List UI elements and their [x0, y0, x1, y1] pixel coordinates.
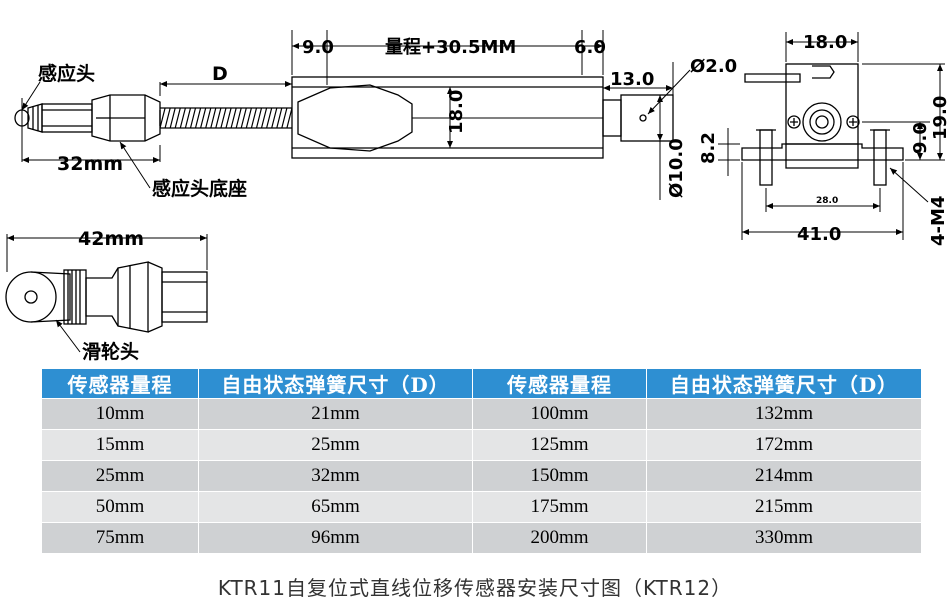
probe-head-label: 感应头	[38, 62, 95, 85]
overall-height-dim: 19.0	[930, 96, 950, 140]
table-cell: 65mm	[198, 491, 473, 523]
probe-head-drawing	[14, 94, 161, 142]
table-cell: 32mm	[198, 460, 473, 492]
hole-dia-dim: Ø2.0	[690, 56, 737, 77]
sensor-end-view	[741, 63, 904, 186]
table-cell: 25mm	[198, 429, 473, 461]
table-cell: 214mm	[646, 460, 922, 492]
probe-length-label: 32mm	[57, 153, 123, 175]
header-sensor-range-2: 传感器量程	[472, 368, 647, 399]
table-cell: 330mm	[646, 522, 922, 554]
spring-length-label: D	[212, 63, 228, 85]
table-cell: 132mm	[646, 398, 922, 430]
table-cell: 215mm	[646, 491, 922, 523]
side-offset-dim: 8.2	[698, 132, 719, 164]
table-cell: 172mm	[646, 429, 922, 461]
figure-caption: KTR11自复位式直线位移传感器安装尺寸图（KTR12）	[217, 576, 733, 600]
table-row: 75mm 96mm 200mm 330mm	[41, 522, 922, 554]
table-row: 10mm 21mm 100mm 132mm	[41, 398, 922, 430]
table-cell: 21mm	[198, 398, 473, 430]
stroke-dim: 量程+30.5MM	[385, 36, 516, 58]
table-cell: 150mm	[472, 460, 647, 492]
header-sensor-range-1: 传感器量程	[41, 368, 199, 399]
top-width-dim: 18.0	[803, 32, 847, 53]
probe-base-label: 感应头底座	[152, 177, 247, 200]
dimension-drawing: 感应头 32mm 感应头底座 D 9.0 量程+30.5MM 6.0 13.0 …	[5, 30, 950, 363]
table-cell: 25mm	[41, 460, 199, 492]
table-header-row: 传感器量程 自由状态弹簧尺寸（D） 传感器量程 自由状态弹簧尺寸（D）	[41, 368, 922, 399]
shaft-dia-dim: Ø10.0	[666, 138, 687, 198]
spring	[159, 107, 293, 129]
table-cell: 100mm	[472, 398, 647, 430]
body-height-dim: 18.0	[446, 90, 467, 134]
table-cell: 125mm	[472, 429, 647, 461]
header-spring-size-2: 自由状态弹簧尺寸（D）	[646, 368, 922, 399]
table-cell: 50mm	[41, 491, 199, 523]
table-cell: 200mm	[472, 522, 647, 554]
pulley-head-label: 滑轮头	[82, 340, 139, 363]
base-width-dim: 41.0	[797, 224, 841, 245]
table-row: 15mm 25mm 125mm 172mm	[41, 429, 922, 461]
table-row: 25mm 32mm 150mm 214mm	[41, 460, 922, 492]
spring-size-table: 传感器量程 自由状态弹簧尺寸（D） 传感器量程 自由状态弹簧尺寸（D） 10mm…	[41, 368, 922, 554]
center-height-dim: 9.0	[910, 122, 931, 154]
table-cell: 96mm	[198, 522, 473, 554]
shaft-length-dim: 13.0	[610, 69, 654, 90]
hole-spacing-dim: 28.0	[816, 196, 838, 206]
header-spring-size-1: 自由状态弹簧尺寸（D）	[198, 368, 473, 399]
table-cell: 15mm	[41, 429, 199, 461]
pulley-head-drawing	[5, 261, 208, 333]
pulley-length-label: 42mm	[78, 228, 144, 250]
table-cell: 75mm	[41, 522, 199, 554]
post-travel-dim: 6.0	[574, 37, 606, 58]
mount-holes-dim: 4-M4	[928, 196, 949, 246]
table-cell: 10mm	[41, 398, 199, 430]
table-row: 50mm 65mm 175mm 215mm	[41, 491, 922, 523]
pre-travel-dim: 9.0	[302, 37, 334, 58]
table-cell: 175mm	[472, 491, 647, 523]
